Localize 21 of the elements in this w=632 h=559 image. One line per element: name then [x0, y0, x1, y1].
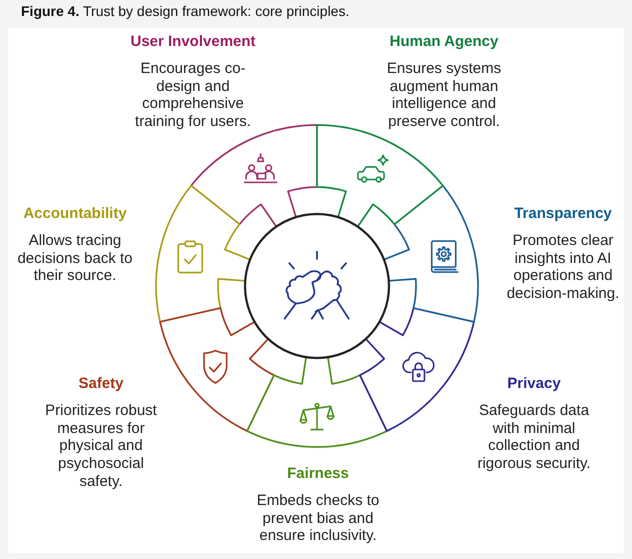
- wheel-segment: [159, 307, 275, 432]
- principle-description: Prioritizes robust measures for physical and psychosocial safety.: [44, 402, 158, 491]
- principle-title: User Involvement: [130, 33, 256, 51]
- principle-description: Safeguards data with minimal collection and rigorous security.: [476, 402, 592, 473]
- wheel-segment: [155, 184, 251, 323]
- principle-description: Promotes clear insights into AI operations and decision-making.: [506, 232, 620, 303]
- principle-title: Privacy: [507, 375, 561, 393]
- principle-description: Ensures systems augment human intelligence and preserve control.: [386, 60, 502, 131]
- principle-description: Embeds checks to prevent bias and ensure inclusivity.: [256, 492, 380, 546]
- principle-description: Encourages co-design and comprehensive training for users.: [134, 60, 252, 131]
- hub-circle: [244, 212, 390, 360]
- principle-title: Transparency: [514, 205, 612, 223]
- principle-description: Allows tracing decisions back to their source.: [16, 232, 134, 286]
- principle-title: Human Agency: [390, 33, 498, 51]
- principle-title: Accountability: [23, 205, 127, 223]
- principle-title: Fairness: [287, 465, 349, 483]
- principle-title: Safety: [78, 375, 124, 393]
- wheel-segment: [383, 184, 479, 323]
- wheel-segment: [246, 356, 388, 448]
- wheel-segment: [359, 307, 475, 432]
- figure-title: Figure 4. Trust by design framework: core principles.: [21, 3, 350, 20]
